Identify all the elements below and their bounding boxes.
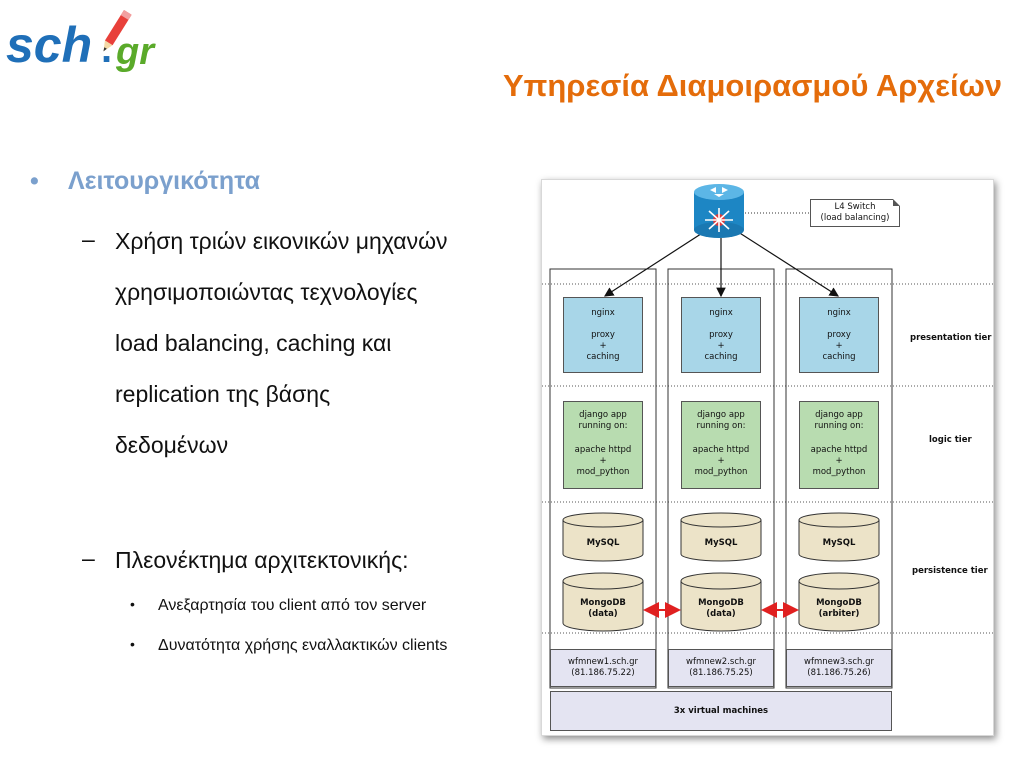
- host-ip: (81.186.75.26): [807, 668, 871, 678]
- django-line-1: django app: [697, 410, 745, 420]
- tier-label-presentation: presentation tier: [910, 333, 992, 343]
- mongodb-label: MongoDB (arbiter): [799, 598, 879, 620]
- django-line-2: running on:: [578, 421, 628, 431]
- nginx-proxy: proxy: [591, 330, 615, 340]
- nginx-box-2: nginx proxy + caching: [681, 297, 761, 373]
- item2-text: Πλεονέκτημα αρχιτεκτονικής:: [115, 547, 409, 573]
- django-line-3: apache httpd: [574, 445, 632, 455]
- host-box-1: wfmnew1.sch.gr (81.186.75.22): [550, 649, 656, 687]
- host-label: wfmnew3.sch.gr (81.186.75.26): [787, 657, 891, 679]
- django-line-2: running on:: [814, 421, 864, 431]
- nginx-title: nginx: [591, 308, 615, 318]
- mysql-label: MySQL: [704, 538, 738, 548]
- nginx-title: nginx: [827, 308, 851, 318]
- mongodb-name: MongoDB: [698, 598, 744, 608]
- bullet-dot-icon: •: [30, 167, 39, 195]
- host-box-3: wfmnew3.sch.gr (81.186.75.26): [786, 649, 892, 687]
- page-title: Υπηρεσία Διαμοιρασμού Αρχείων: [502, 68, 1002, 103]
- django-line-4: mod_python: [576, 467, 630, 477]
- tier-label-logic: logic tier: [929, 435, 972, 445]
- django-line-2: running on:: [696, 421, 746, 431]
- virtual-machines-box: 3x virtual machines: [550, 691, 892, 731]
- architecture-diagram: L4 Switch (load balancing) nginx proxy +…: [541, 179, 994, 736]
- nginx-proxy: proxy: [709, 330, 733, 340]
- nginx-box-3: nginx proxy + caching: [799, 297, 879, 373]
- django-box-1: django app running on: apache httpd + mo…: [563, 401, 643, 489]
- host-name: wfmnew1.sch.gr: [568, 657, 638, 667]
- mysql-cylinder: [680, 512, 762, 562]
- l4-switch-note: L4 Switch (load balancing): [810, 199, 900, 227]
- mongodb-name: MongoDB: [816, 598, 862, 608]
- nginx-plus: +: [599, 341, 607, 351]
- nginx-plus: +: [717, 341, 725, 351]
- section-heading: Λειτουργικότητα: [68, 167, 261, 195]
- nginx-caching: caching: [586, 352, 620, 362]
- nginx-box-1: nginx proxy + caching: [563, 297, 643, 373]
- django-line-1: django app: [579, 410, 627, 420]
- mongodb-label: MongoDB (data): [681, 598, 761, 620]
- bullet-list: • Λειτουργικότητα – Χρήση τριών εικονικώ…: [30, 167, 448, 654]
- virtual-machines-label: 3x virtual machines: [673, 706, 769, 716]
- dash-icon: –: [82, 226, 95, 252]
- mysql-label: MySQL: [586, 538, 620, 548]
- item1-line-4: replication της βάσης: [115, 381, 331, 407]
- sub-bullet-text: Ανεξαρτησία του client από τον server: [158, 597, 427, 614]
- nginx-caching: caching: [822, 352, 856, 362]
- arrow-to-vm3: [734, 229, 840, 297]
- django-plus: +: [835, 456, 843, 466]
- mysql-cylinder: [798, 512, 880, 562]
- host-ip: (81.186.75.22): [571, 668, 635, 678]
- django-line-4: mod_python: [812, 467, 866, 477]
- l4-switch-icon: [694, 184, 744, 238]
- mongodb-role: (data): [706, 609, 736, 619]
- mongodb-name: MongoDB: [580, 598, 626, 608]
- django-plus: +: [599, 456, 607, 466]
- sub-bullet-text: Δυνατότητα χρήσης εναλλακτικών clients: [158, 637, 448, 654]
- nginx-plus: +: [835, 341, 843, 351]
- item1-line-5: δεδομένων: [115, 432, 229, 458]
- diagram-lines: [542, 184, 993, 689]
- item1-line-3: load balancing, caching και: [115, 330, 392, 356]
- nginx-proxy: proxy: [827, 330, 851, 340]
- svg-text:gr: gr: [115, 31, 156, 73]
- mongodb-cylinder: [680, 572, 762, 632]
- tier-label-persistence: persistence tier: [912, 566, 988, 576]
- django-line-3: apache httpd: [810, 445, 868, 455]
- host-ip: (81.186.75.25): [689, 668, 753, 678]
- host-name: wfmnew3.sch.gr: [804, 657, 874, 667]
- note-line-1: L4 Switch: [834, 202, 876, 212]
- django-box-2: django app running on: apache httpd + mo…: [681, 401, 761, 489]
- mysql-cylinder: [562, 512, 644, 562]
- bullet-dot-icon: •: [130, 636, 135, 652]
- mongodb-role: (data): [588, 609, 618, 619]
- django-line-1: django app: [815, 410, 863, 420]
- mongodb-label: MongoDB (data): [563, 598, 643, 620]
- sch-gr-logo: sch . gr: [6, 4, 181, 74]
- db-cylinders: [562, 512, 880, 632]
- vm-column: [549, 268, 657, 689]
- vm-column: [785, 268, 893, 689]
- svg-text:sch: sch: [6, 17, 92, 73]
- note-fold-icon: [893, 199, 900, 206]
- host-name: wfmnew2.sch.gr: [686, 657, 756, 667]
- mysql-label: MySQL: [822, 538, 856, 548]
- mongodb-cylinder: [798, 572, 880, 632]
- nginx-title: nginx: [709, 308, 733, 318]
- host-label: wfmnew1.sch.gr (81.186.75.22): [551, 657, 655, 679]
- django-line-4: mod_python: [694, 467, 748, 477]
- bullet-dot-icon: •: [130, 596, 135, 612]
- nginx-caching: caching: [704, 352, 738, 362]
- dash-icon: –: [82, 545, 95, 571]
- host-label: wfmnew2.sch.gr (81.186.75.25): [669, 657, 773, 679]
- note-line-2: (load balancing): [820, 213, 890, 223]
- mongodb-cylinder: [562, 572, 644, 632]
- item1-line-2: χρησιμοποιώντας τεχνολογίες: [115, 279, 418, 305]
- mongodb-role: (arbiter): [818, 609, 860, 619]
- django-box-3: django app running on: apache httpd + mo…: [799, 401, 879, 489]
- arrow-to-vm1: [603, 229, 708, 297]
- host-box-2: wfmnew2.sch.gr (81.186.75.25): [668, 649, 774, 687]
- item1-line-1: Χρήση τριών εικονικών μηχανών: [115, 228, 448, 254]
- django-plus: +: [717, 456, 725, 466]
- django-line-3: apache httpd: [692, 445, 750, 455]
